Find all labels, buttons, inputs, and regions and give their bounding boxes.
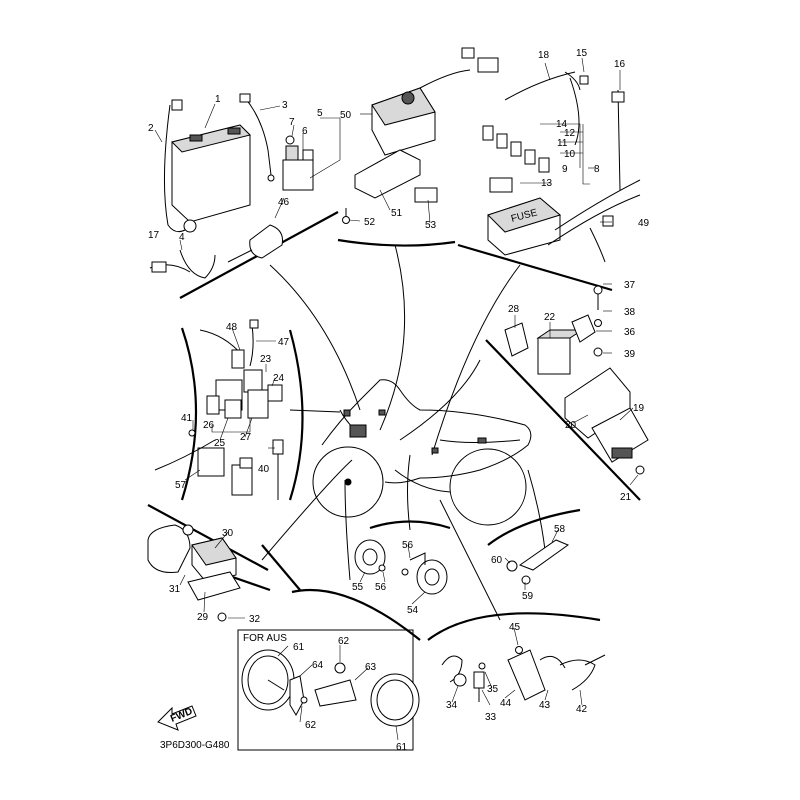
part-label-12: 12 bbox=[564, 128, 576, 139]
part-label-14: 14 bbox=[556, 119, 568, 130]
reflector-group bbox=[506, 539, 570, 585]
for-aus-box: FOR AUS bbox=[237, 629, 420, 751]
right-relay-group bbox=[504, 285, 649, 475]
part-label-64: 64 bbox=[312, 660, 324, 671]
part-label-13: 13 bbox=[541, 178, 553, 189]
part-label-26: 26 bbox=[203, 420, 215, 431]
part-label-47: 47 bbox=[278, 337, 290, 348]
part-label-31: 31 bbox=[169, 584, 181, 595]
part-label-22: 22 bbox=[544, 312, 556, 323]
part-label-50: 50 bbox=[340, 110, 352, 121]
left-relay-group bbox=[154, 319, 284, 500]
part-label-3: 3 bbox=[282, 100, 288, 111]
part-label-34: 34 bbox=[446, 700, 458, 711]
part-label-56b: 56 bbox=[402, 540, 414, 551]
fwd-arrow: FWD bbox=[157, 705, 197, 731]
part-label-60: 60 bbox=[491, 555, 503, 566]
part-label-15: 15 bbox=[576, 48, 588, 59]
part-label-33: 33 bbox=[485, 712, 497, 723]
part-label-20: 20 bbox=[565, 420, 577, 431]
fuse-box-group: FUSE bbox=[482, 71, 641, 263]
part-label-48: 48 bbox=[226, 322, 238, 333]
lead-lines bbox=[154, 57, 639, 741]
part-label-62b: 62 bbox=[305, 720, 317, 731]
part-label-32: 32 bbox=[249, 614, 261, 625]
part-label-27: 27 bbox=[240, 432, 252, 443]
part-label-21: 21 bbox=[620, 492, 632, 503]
part-label-41: 41 bbox=[181, 413, 193, 424]
brake-switch-group bbox=[441, 646, 606, 702]
part-label-28: 28 bbox=[508, 304, 520, 315]
part-label-53: 53 bbox=[425, 220, 437, 231]
part-label-55: 55 bbox=[352, 582, 364, 593]
tie-group bbox=[149, 249, 216, 279]
part-label-57: 57 bbox=[175, 480, 187, 491]
part-label-23: 23 bbox=[260, 354, 272, 365]
leader-lines bbox=[261, 244, 546, 621]
part-label-38: 38 bbox=[624, 307, 636, 318]
part-label-10: 10 bbox=[564, 149, 576, 160]
battery-group bbox=[163, 93, 314, 263]
part-label-54: 54 bbox=[407, 605, 419, 616]
part-label-61b: 61 bbox=[396, 742, 408, 753]
part-label-16: 16 bbox=[614, 59, 626, 70]
part-label-42: 42 bbox=[576, 704, 588, 715]
motorcycle-outline bbox=[312, 379, 532, 526]
part-label-17: 17 bbox=[148, 230, 160, 241]
part-label-56: 56 bbox=[375, 582, 387, 593]
part-label-44: 44 bbox=[500, 698, 512, 709]
part-label-19: 19 bbox=[633, 403, 645, 414]
part-label-58: 58 bbox=[554, 524, 566, 535]
part-labels: 1 2 3 4 5 6 7 8 9 10 11 12 13 14 15 16 1… bbox=[148, 48, 650, 753]
part-label-25: 25 bbox=[214, 438, 226, 449]
diagram-code: 3P6D300-G480 bbox=[160, 740, 230, 751]
part-label-7: 7 bbox=[289, 117, 295, 128]
part-label-49: 49 bbox=[638, 218, 650, 229]
part-label-9: 9 bbox=[562, 164, 568, 175]
part-label-18: 18 bbox=[538, 50, 550, 61]
part-label-45: 45 bbox=[509, 622, 521, 633]
starter-relay-group bbox=[342, 47, 499, 224]
sensor-group bbox=[147, 524, 241, 622]
part-label-52: 52 bbox=[364, 217, 376, 228]
part-label-37: 37 bbox=[624, 280, 636, 291]
part-label-4: 4 bbox=[179, 232, 185, 243]
part-label-29: 29 bbox=[197, 612, 209, 623]
part-label-8: 8 bbox=[594, 164, 600, 175]
region-box-title: FOR AUS bbox=[243, 633, 287, 644]
part-label-5: 5 bbox=[317, 108, 323, 119]
part-label-63: 63 bbox=[365, 662, 377, 673]
horn-group bbox=[354, 539, 448, 595]
part-label-1: 1 bbox=[215, 94, 221, 105]
part-label-39: 39 bbox=[624, 349, 636, 360]
part-label-43: 43 bbox=[539, 700, 551, 711]
part-label-6: 6 bbox=[302, 126, 308, 137]
part-label-35: 35 bbox=[487, 684, 499, 695]
part-label-11: 11 bbox=[557, 138, 568, 149]
part-label-40: 40 bbox=[258, 464, 270, 475]
part-label-51: 51 bbox=[391, 208, 403, 219]
part-label-46: 46 bbox=[278, 197, 290, 208]
part-label-2: 2 bbox=[148, 123, 154, 134]
part-label-24: 24 bbox=[273, 373, 285, 384]
part-label-59: 59 bbox=[522, 591, 534, 602]
part-label-62: 62 bbox=[338, 636, 350, 647]
part-label-30: 30 bbox=[222, 528, 234, 539]
part-label-36: 36 bbox=[624, 327, 636, 338]
part-label-61: 61 bbox=[293, 642, 305, 653]
